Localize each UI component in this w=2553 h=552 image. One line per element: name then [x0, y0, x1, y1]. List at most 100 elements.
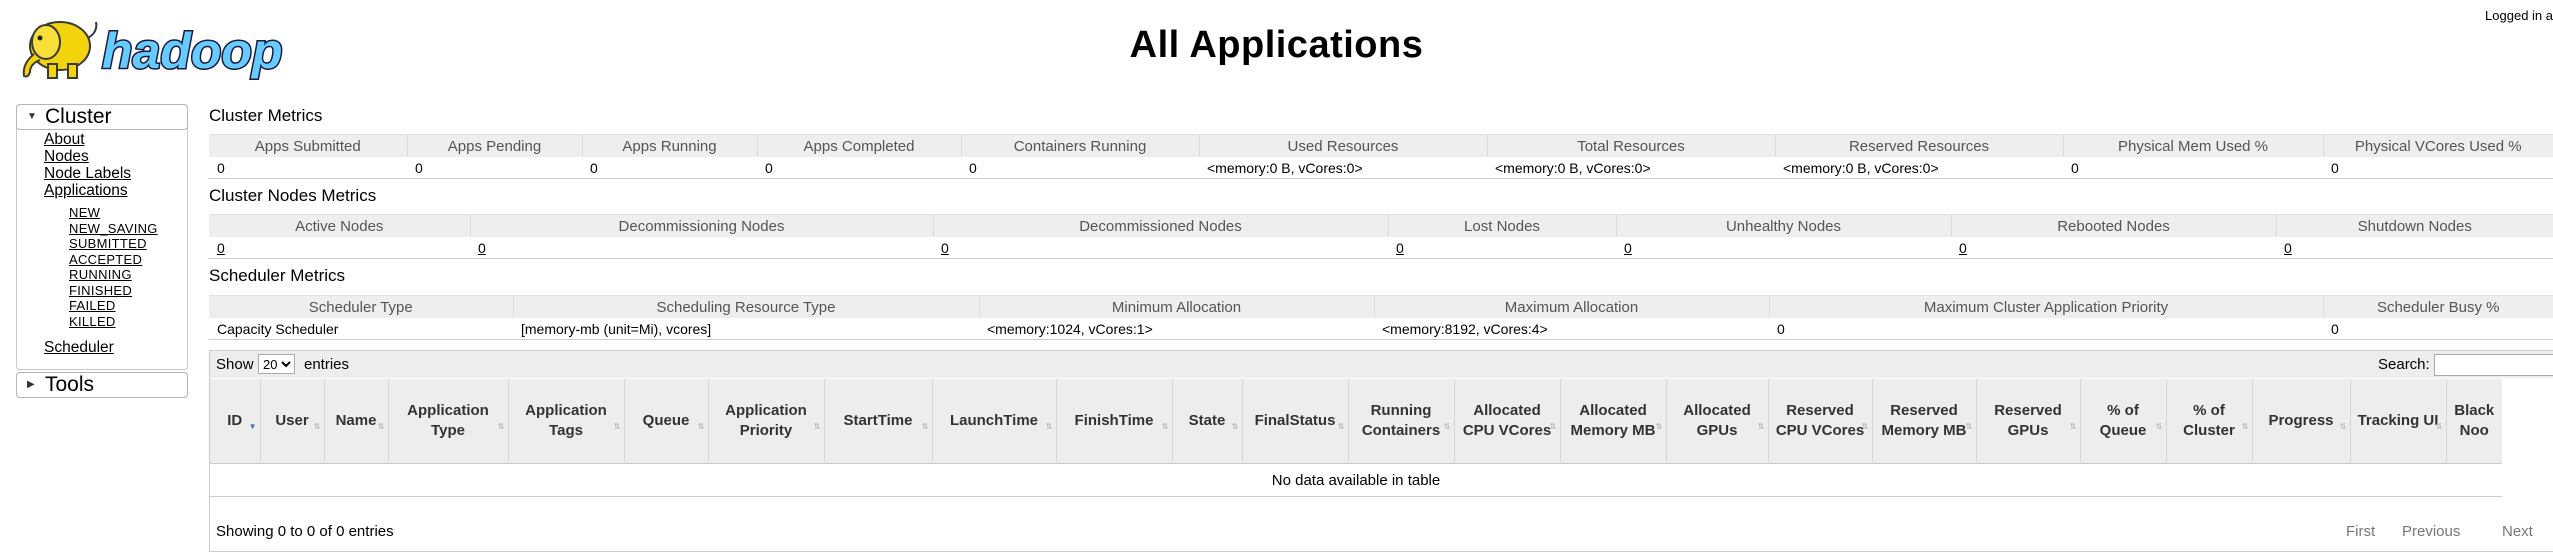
- col-queue[interactable]: Queue⇅: [623, 379, 708, 464]
- col-scheduler-type: Scheduler Type: [209, 295, 513, 318]
- applications-table: ID▼ User⇅ Name⇅ Application Type⇅ Applic…: [210, 379, 2502, 497]
- col-application-type[interactable]: Application Type⇅: [387, 379, 508, 464]
- empty-table-message: No data available in table: [210, 463, 2502, 497]
- search-input[interactable]: [2434, 354, 2553, 376]
- col-tracking-ui[interactable]: Tracking UI⇅: [2349, 379, 2446, 464]
- table-footer: [210, 509, 2553, 551]
- sort-icon: ⇅: [1655, 422, 1663, 431]
- col-application-tags[interactable]: Application Tags⇅: [507, 379, 624, 464]
- col-final-status[interactable]: FinalStatus⇅: [1241, 379, 1348, 464]
- triangle-down-icon: ▼: [27, 111, 37, 122]
- entries-per-page-select[interactable]: 20: [258, 354, 295, 374]
- value-containers-running: 0: [961, 157, 1199, 179]
- col-percent-of-queue[interactable]: % of Queue⇅: [2079, 379, 2166, 464]
- col-application-priority[interactable]: Application Priority⇅: [707, 379, 824, 464]
- sort-icon: ⇅: [2069, 422, 2077, 431]
- col-finish-time[interactable]: FinishTime⇅: [1055, 379, 1172, 464]
- state-submitted-link[interactable]: SUBMITTED: [69, 236, 147, 251]
- col-reserved-memory-mb[interactable]: Reserved Memory MB⇅: [1871, 379, 1976, 464]
- value-apps-running: 0: [582, 157, 757, 179]
- col-rebooted-nodes: Rebooted Nodes: [1950, 214, 2276, 237]
- cluster-nodes-metrics-title: Cluster Nodes Metrics: [209, 186, 377, 205]
- tools-accordion-header[interactable]: ▶ Tools: [16, 372, 188, 398]
- col-maximum-allocation: Maximum Allocation: [1373, 295, 1769, 318]
- col-launch-time[interactable]: LaunchTime⇅: [931, 379, 1056, 464]
- state-accepted-link[interactable]: ACCEPTED: [69, 251, 143, 267]
- col-start-time[interactable]: StartTime⇅: [823, 379, 932, 464]
- cluster-accordion-header[interactable]: ▼ Cluster: [16, 104, 188, 130]
- nav-about-link[interactable]: About: [44, 131, 85, 148]
- page-title: All Applications: [1129, 24, 1424, 66]
- table-info: Showing 0 to 0 of 0 entries: [216, 523, 394, 540]
- decommissioned-nodes-link[interactable]: 0: [941, 239, 949, 256]
- value-used-resources: <memory:0 B, vCores:0>: [1199, 157, 1487, 179]
- col-allocated-memory-mb[interactable]: Allocated Memory MB⇅: [1559, 379, 1666, 464]
- sort-icon: ⇅: [2339, 422, 2347, 431]
- value-physical-vcores-used: 0: [2323, 157, 2553, 179]
- sort-icon: ⇅: [2155, 422, 2163, 431]
- col-blacklisted-nodes[interactable]: Black Noo: [2445, 379, 2502, 464]
- nav-scheduler-link[interactable]: Scheduler: [44, 339, 114, 356]
- col-reserved-cpu-vcores[interactable]: Reserved CPU VCores⇅: [1767, 379, 1872, 464]
- col-state[interactable]: State⇅: [1171, 379, 1242, 464]
- sort-icon: ⇅: [1965, 422, 1973, 431]
- value-max-cluster-app-priority: 0: [1769, 318, 2323, 340]
- col-id[interactable]: ID▼: [210, 379, 260, 464]
- nav-node-labels-link[interactable]: Node Labels: [44, 165, 132, 182]
- value-total-resources: <memory:0 B, vCores:0>: [1487, 157, 1775, 179]
- pagination-first-button[interactable]: First: [2346, 523, 2376, 540]
- col-running-containers[interactable]: Running Containers⇅: [1347, 379, 1454, 464]
- app-state-links: NEW NEW_SAVING SUBMITTED ACCEPTED RUNNIN…: [69, 205, 158, 329]
- sort-icon: ⇅: [2241, 422, 2249, 431]
- value-reserved-resources: <memory:0 B, vCores:0>: [1775, 157, 2063, 179]
- nav-nodes-link[interactable]: Nodes: [44, 148, 89, 165]
- state-failed-link[interactable]: FAILED: [69, 298, 116, 313]
- logged-in-status: Logged in a: [2485, 8, 2553, 23]
- col-progress[interactable]: Progress⇅: [2251, 379, 2350, 464]
- col-reserved-gpus[interactable]: Reserved GPUs⇅: [1975, 379, 2080, 464]
- value-maximum-allocation: <memory:8192, vCores:4>: [1374, 318, 1769, 340]
- shutdown-nodes-link[interactable]: 0: [2284, 239, 2292, 256]
- sort-desc-icon: ▼: [248, 422, 257, 431]
- col-scheduling-resource-type: Scheduling Resource Type: [512, 295, 979, 318]
- decommissioning-nodes-link[interactable]: 0: [478, 239, 486, 256]
- nav-applications-link[interactable]: Applications: [44, 182, 128, 199]
- col-name[interactable]: Name⇅: [323, 379, 388, 464]
- sort-icon: ⇅: [1757, 422, 1765, 431]
- col-allocated-gpus[interactable]: Allocated GPUs⇅: [1665, 379, 1768, 464]
- unhealthy-nodes-link[interactable]: 0: [1624, 239, 1632, 256]
- cluster-metrics-title: Cluster Metrics: [209, 106, 323, 125]
- col-unhealthy-nodes: Unhealthy Nodes: [1615, 214, 1951, 237]
- state-new-saving-link[interactable]: NEW_SAVING: [69, 220, 158, 236]
- hadoop-logo[interactable]: hadoop: [16, 8, 316, 84]
- col-active-nodes: Active Nodes: [209, 214, 470, 237]
- col-apps-completed: Apps Completed: [756, 134, 961, 157]
- sort-icon: ⇅: [921, 422, 929, 431]
- sort-icon: ⇅: [1231, 422, 1239, 431]
- main-content: Cluster Metrics Apps Submitted Apps Pend…: [209, 100, 2553, 552]
- cluster-metrics-table: Apps Submitted Apps Pending Apps Running…: [209, 134, 2553, 179]
- lost-nodes-link[interactable]: 0: [1396, 239, 1404, 256]
- sort-icon: ⇅: [697, 422, 705, 431]
- col-apps-pending: Apps Pending: [406, 134, 582, 157]
- col-percent-of-cluster[interactable]: % of Cluster⇅: [2165, 379, 2252, 464]
- col-reserved-resources: Reserved Resources: [1774, 134, 2063, 157]
- state-running-link[interactable]: RUNNING: [69, 267, 132, 282]
- state-finished-link[interactable]: FINISHED: [69, 282, 133, 298]
- col-user[interactable]: User⇅: [259, 379, 324, 464]
- table-controls-bar: Show 20 entries Search:: [210, 351, 2553, 378]
- state-killed-link[interactable]: KILLED: [69, 313, 116, 329]
- col-allocated-cpu-vcores[interactable]: Allocated CPU VCores⇅: [1453, 379, 1560, 464]
- state-new-link[interactable]: NEW: [69, 205, 101, 220]
- sort-icon: ⇅: [377, 422, 385, 431]
- col-lost-nodes: Lost Nodes: [1387, 214, 1616, 237]
- logo-wordmark: hadoop: [102, 23, 283, 79]
- pagination-next-button[interactable]: Next: [2502, 523, 2533, 540]
- rebooted-nodes-link[interactable]: 0: [1959, 239, 1967, 256]
- active-nodes-link[interactable]: 0: [217, 239, 225, 256]
- sort-icon: ⇅: [1443, 422, 1451, 431]
- col-apps-running: Apps Running: [581, 134, 757, 157]
- sort-icon: ⇅: [1337, 422, 1345, 431]
- sort-icon: ⇅: [1161, 422, 1169, 431]
- pagination-previous-button[interactable]: Previous: [2402, 523, 2461, 540]
